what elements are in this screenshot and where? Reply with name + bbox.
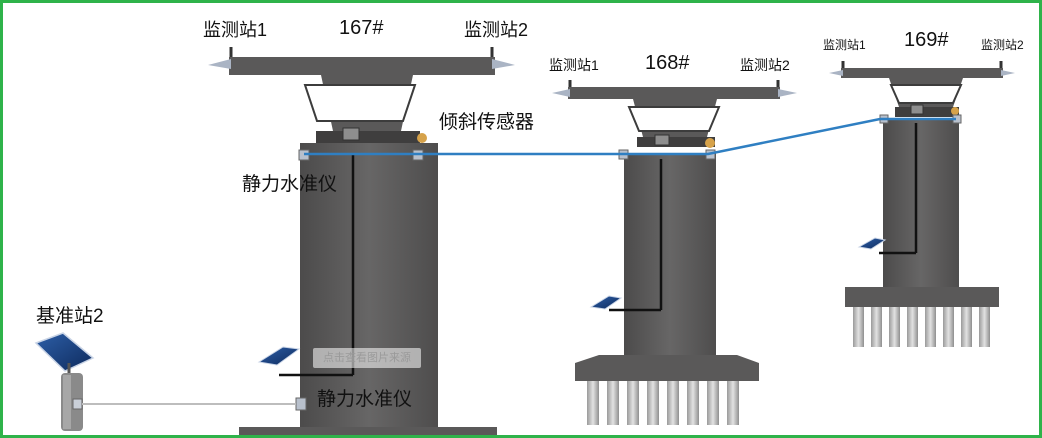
tilt-sensor-label: 倾斜传感器 xyxy=(439,112,535,133)
level-gauge-lower-label: 静力水准仪 xyxy=(317,389,413,410)
pier-167-station-right-mark xyxy=(492,59,515,69)
pier-169-station-left-mark xyxy=(829,70,843,76)
pile xyxy=(907,307,918,347)
pier-168-label: 168# xyxy=(645,52,690,74)
pier-169-tilt-sensor xyxy=(910,104,924,115)
pile xyxy=(979,307,990,347)
water-pipe xyxy=(304,117,956,156)
pier-169-label: 169# xyxy=(904,29,949,51)
pier-168-column xyxy=(624,153,716,358)
pile xyxy=(961,307,972,347)
pile xyxy=(627,381,639,425)
pile xyxy=(853,307,864,347)
pile xyxy=(647,381,659,425)
pier-169-piles xyxy=(853,307,990,347)
pile xyxy=(943,307,954,347)
pier-169-sensor-node xyxy=(951,107,959,115)
bridge-monitoring-diagram xyxy=(34,47,1015,435)
pier-167-station-left-label: 监测站1 xyxy=(203,20,268,40)
pier-167-girder-cavity xyxy=(303,84,417,122)
pier-168-piles xyxy=(587,381,739,425)
pier-168-cap-top xyxy=(575,355,759,363)
pier-167-solar-panel xyxy=(257,346,301,366)
pile xyxy=(687,381,699,425)
pile xyxy=(667,381,679,425)
pier-167-level-gauge-lower xyxy=(295,397,307,411)
pile xyxy=(587,381,599,425)
pier-169-station-left-label: 监测站1 xyxy=(823,38,866,52)
pier-168-tilt-sensor xyxy=(654,134,670,146)
pier-169-station-right-label: 监测站2 xyxy=(981,38,1024,52)
image-source-watermark[interactable]: 点击查看图片来源 xyxy=(313,348,421,368)
pier-169-girder-cavity xyxy=(889,84,963,104)
pile xyxy=(889,307,900,347)
pier-169-bearing xyxy=(895,107,959,117)
pier-168-station-left-mark xyxy=(552,89,570,97)
pier-167 xyxy=(208,47,515,435)
pier-169-station-right-mark xyxy=(1001,70,1015,76)
pile xyxy=(727,381,739,425)
pier-167-bearing xyxy=(316,131,420,143)
pier-167-tilt-sensor xyxy=(342,127,360,141)
pier-168-sensor-node xyxy=(705,138,715,148)
base-station-solar-panel xyxy=(34,332,95,372)
level-gauge-upper-label: 静力水准仪 xyxy=(242,174,338,195)
pier-169-cap xyxy=(845,287,999,307)
pier-168-cap xyxy=(575,363,759,381)
pier-168-bearing xyxy=(637,137,715,147)
pile xyxy=(607,381,619,425)
pier-167-label: 167# xyxy=(339,17,384,39)
pier-168-girder-cavity xyxy=(627,106,721,132)
pier-167-column xyxy=(300,143,438,435)
pile xyxy=(925,307,936,347)
base-station-gauge xyxy=(72,398,83,410)
pier-168-station-left-label: 监测站1 xyxy=(549,57,599,73)
base-station-label: 基准站2 xyxy=(36,306,104,327)
pier-169 xyxy=(829,61,1015,347)
pier-168-station-right-label: 监测站2 xyxy=(740,57,790,73)
pier-169-column xyxy=(883,119,959,287)
pier-167-footing xyxy=(239,427,497,435)
pier-168-solar-panel xyxy=(589,295,623,310)
pile xyxy=(707,381,719,425)
pier-168-station-right-mark xyxy=(778,89,797,97)
pier-167-sensor-node xyxy=(417,133,427,143)
pier-167-station-left-mark xyxy=(208,59,231,69)
pier-168 xyxy=(552,80,797,425)
pier-167-station-right-label: 监测站2 xyxy=(464,20,529,40)
pier-169-solar-panel xyxy=(857,237,887,250)
base-station-2 xyxy=(34,332,95,431)
base-station-column-shade xyxy=(63,375,71,429)
pile xyxy=(871,307,882,347)
